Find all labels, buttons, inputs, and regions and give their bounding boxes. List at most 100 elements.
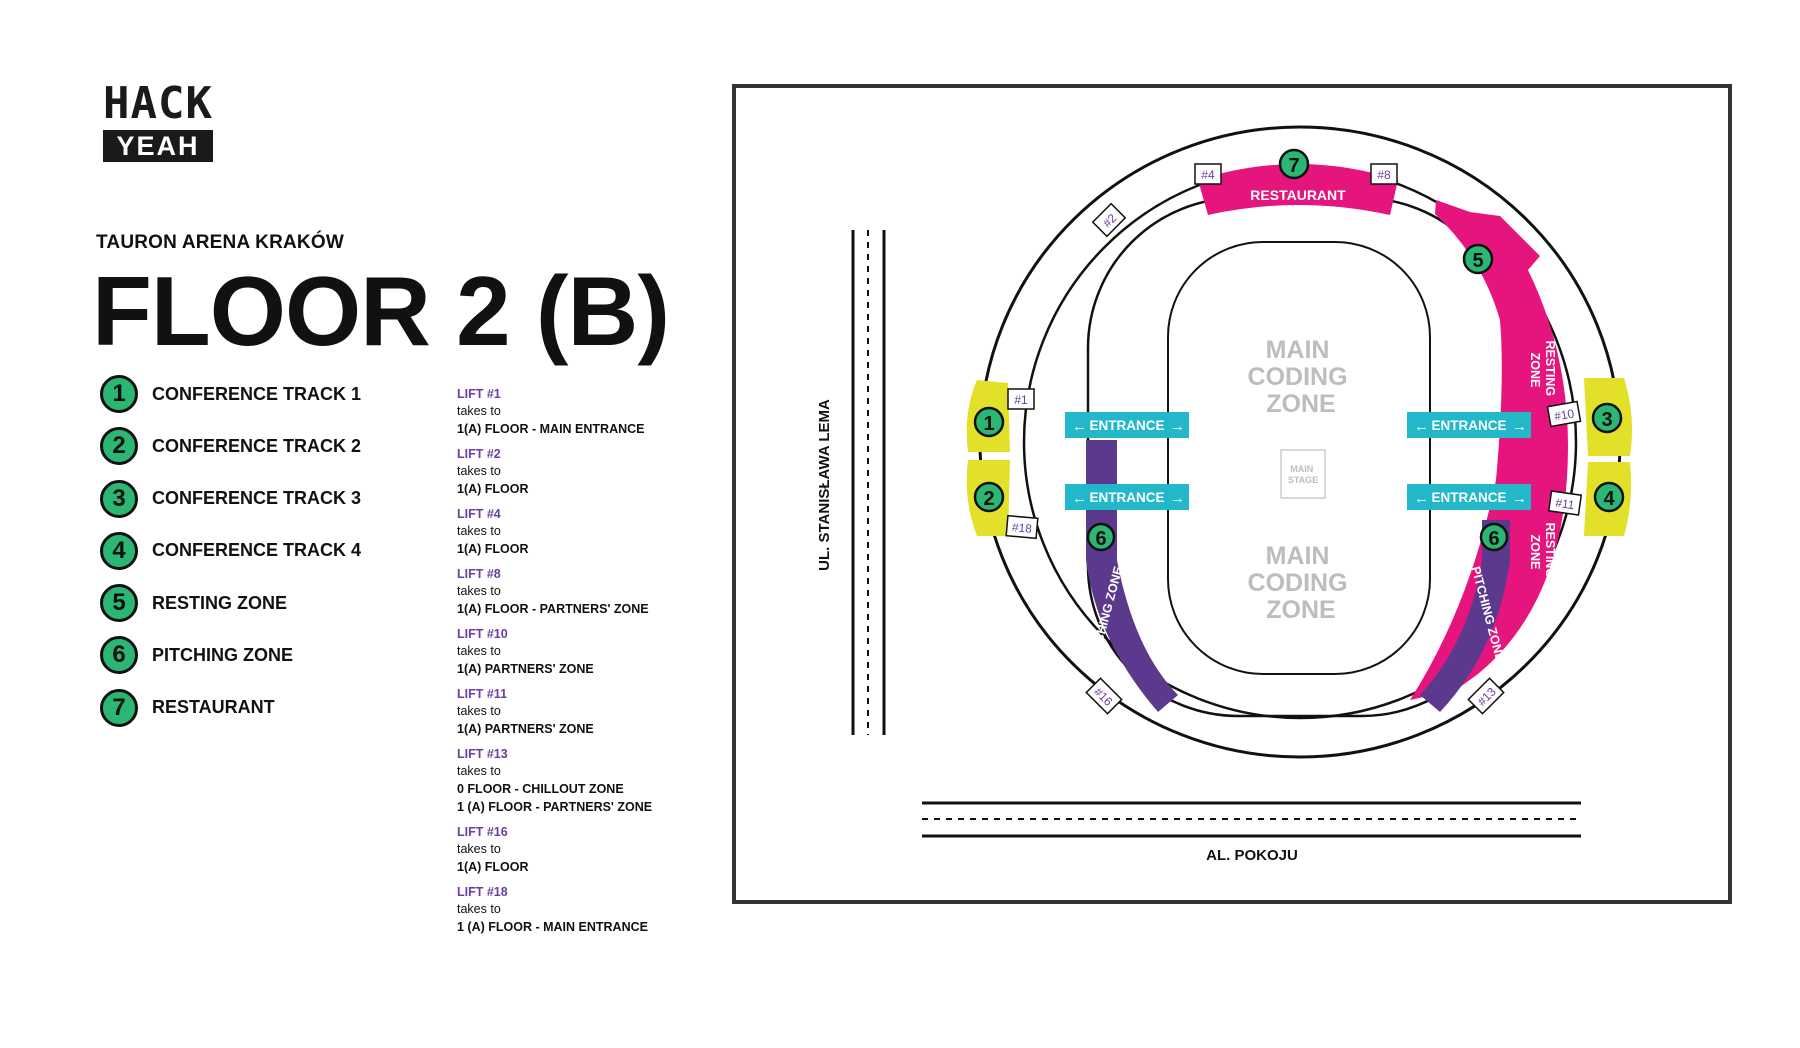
lift-tag-18: #18: [1005, 514, 1039, 540]
legend-item-conference-track-2: 2 CONFERENCE TRACK 2: [100, 424, 361, 468]
zone-number-badge: 7: [100, 688, 138, 727]
lift-name: LIFT #13: [457, 747, 508, 761]
lift-tag-label: #18: [1011, 520, 1032, 536]
lift-takes-to: takes to: [457, 404, 501, 418]
lift-tag-1: #1: [1007, 388, 1035, 410]
entrance-right-top: ← ENTRANCE →: [1407, 412, 1531, 438]
lift-tag-label: #8: [1377, 168, 1391, 182]
lift-entry: LIFT #18 takes to 1 (A) FLOOR - MAIN ENT…: [457, 884, 697, 936]
venue-name: TAURON ARENA KRAKÓW: [96, 232, 344, 253]
zone-number: 4: [1603, 488, 1615, 510]
legend-label: CONFERENCE TRACK 2: [152, 435, 362, 456]
lift-destination: 0 FLOOR - CHILLOUT ZONE: [457, 782, 624, 796]
lift-destination: 1(A) FLOOR: [457, 482, 529, 496]
zone-number-badge: 6: [100, 636, 138, 675]
resting-zone-label-top: RESTING ZONE: [1528, 340, 1557, 399]
zone-badge-1: 1: [973, 406, 1005, 438]
arrow-left-icon: ←: [1072, 490, 1087, 507]
lift-tag-11: #11: [1547, 490, 1583, 516]
lift-list: LIFT #1 takes to 1(A) FLOOR - MAIN ENTRA…: [457, 386, 697, 944]
resting-zone-line-2: ZONE: [1528, 353, 1542, 388]
lift-takes-to: takes to: [457, 842, 501, 856]
lift-tag-label: #10: [1553, 406, 1575, 423]
zone-number: 1: [983, 413, 994, 435]
lift-tag-10: #10: [1546, 400, 1582, 428]
zone-number-badge: 1: [100, 375, 138, 413]
lift-name: LIFT #4: [457, 507, 501, 521]
main-stage: [1280, 449, 1326, 499]
lift-destination: 1(A) FLOOR - MAIN ENTRANCE: [457, 422, 645, 436]
entrance-label: ENTRANCE: [1431, 418, 1506, 433]
legend-label: CONFERENCE TRACK 1: [152, 383, 362, 404]
street-bottom-label: AL. POKOJU: [1206, 847, 1298, 864]
street-lema: [851, 230, 886, 735]
lift-takes-to: takes to: [457, 584, 501, 598]
arrow-right-icon: →: [1170, 418, 1185, 435]
lift-entry: LIFT #4 takes to 1(A) FLOOR: [457, 506, 697, 558]
legend-item-conference-track-4: 4 CONFERENCE TRACK 4: [100, 529, 361, 573]
lift-entry: LIFT #2 takes to 1(A) FLOOR: [457, 446, 697, 498]
legend-item-conference-track-1: 1 CONFERENCE TRACK 1: [100, 372, 361, 416]
legend-label: PITCHING ZONE: [152, 644, 294, 665]
zone-number: 7: [1288, 155, 1299, 177]
legend-label: CONFERENCE TRACK 3: [152, 488, 362, 509]
lift-name: LIFT #16: [457, 825, 508, 839]
zone-number-badge: 3: [100, 479, 138, 518]
main-coding-zone-border: [1167, 241, 1431, 675]
legend-item-restaurant: 7 RESTAURANT: [100, 686, 361, 730]
lift-destination: 1 (A) FLOOR - PARTNERS' ZONE: [457, 800, 653, 814]
lift-name: LIFT #10: [457, 627, 508, 641]
zone-number: 5: [1472, 250, 1483, 272]
zone-number: 2: [983, 488, 994, 510]
lift-tag-label: #1: [1014, 393, 1028, 407]
resting-zone-label-bottom: RESTING ZONE: [1528, 522, 1557, 581]
restaurant-zone: [1198, 164, 1398, 215]
zone-number: 6: [1095, 528, 1106, 550]
lift-destination: 1(A) PARTNERS' ZONE: [457, 722, 594, 736]
arrow-left-icon: ←: [1414, 490, 1429, 507]
lift-takes-to: takes to: [457, 644, 501, 658]
arrow-left-icon: ←: [1414, 418, 1429, 435]
coding-zone-line-1: MAIN: [1266, 336, 1330, 364]
main-stage-line-1: MAIN: [1290, 464, 1313, 474]
zone-badge-7: 7: [1278, 148, 1310, 180]
lift-tag-label: #4: [1201, 168, 1215, 182]
lift-entry: LIFT #11 takes to 1(A) PARTNERS' ZONE: [457, 686, 697, 738]
lift-destination: 1 (A) FLOOR - MAIN ENTRANCE: [457, 920, 648, 934]
pitching-zone-right: [1420, 520, 1510, 712]
lift-destination: 1(A) FLOOR: [457, 860, 529, 874]
zone-badge-6-left: 6: [1086, 522, 1116, 552]
lift-takes-to: takes to: [457, 524, 501, 538]
map-frame: [732, 84, 1732, 904]
hackyeah-logo: HACK YEAH: [103, 80, 215, 162]
arrow-right-icon: →: [1170, 490, 1185, 507]
zone-badge-3: 3: [1591, 402, 1623, 434]
arrow-right-icon: →: [1512, 418, 1527, 435]
resting-zone: [1410, 200, 1568, 700]
lift-entry: LIFT #10 takes to 1(A) PARTNERS' ZONE: [457, 626, 697, 678]
coding-zone-line-3: ZONE: [1266, 390, 1335, 418]
lift-name: LIFT #2: [457, 447, 501, 461]
street-left-label: UL. STANISŁAWA LEMA: [816, 399, 833, 571]
legend-label: RESTING ZONE: [152, 592, 288, 613]
lift-entry: LIFT #1 takes to 1(A) FLOOR - MAIN ENTRA…: [457, 386, 697, 438]
logo-yeah-text: YEAH: [103, 130, 213, 162]
zone-badge-6-right: 6: [1479, 522, 1509, 552]
lift-takes-to: takes to: [457, 704, 501, 718]
resting-zone-line-1: RESTING: [1543, 340, 1557, 396]
lift-destination: 1(A) FLOOR - PARTNERS' ZONE: [457, 602, 649, 616]
lift-destination: 1(A) PARTNERS' ZONE: [457, 662, 594, 676]
resting-zone-line-1: RESTING: [1543, 522, 1557, 578]
entrance-left-bottom: ← ENTRANCE →: [1065, 484, 1189, 510]
lift-takes-to: takes to: [457, 902, 501, 916]
zone-badge-4: 4: [1593, 481, 1625, 513]
lift-tag-2: #2: [1091, 202, 1127, 238]
lift-destination: 1(A) FLOOR: [457, 542, 529, 556]
lift-name: LIFT #1: [457, 387, 501, 401]
main-stage-label: MAIN STAGE: [1288, 464, 1318, 485]
coding-zone-line-2: CODING: [1248, 569, 1348, 597]
lift-tag-13: #13: [1467, 677, 1505, 715]
zone-number-badge: 4: [100, 531, 138, 570]
lift-tag-label: #11: [1554, 496, 1575, 513]
